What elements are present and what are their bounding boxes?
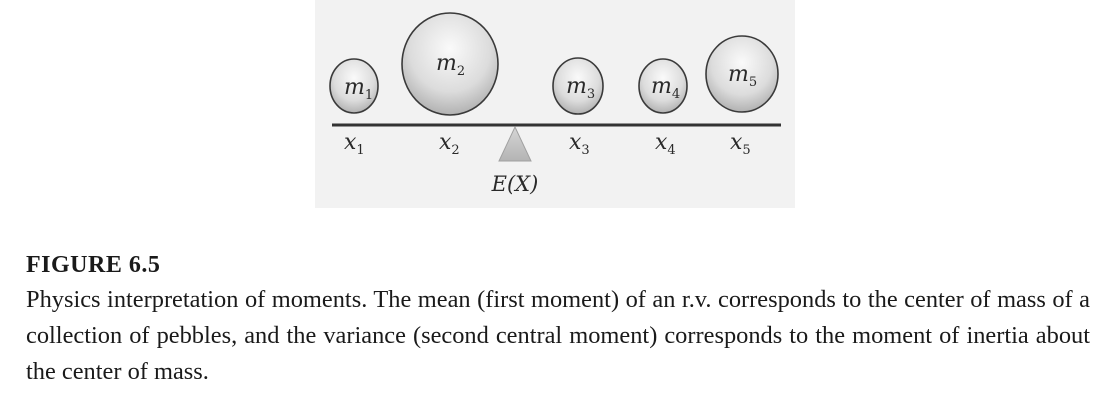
svg-text:m3: m3 [566,74,595,102]
fulcrum-label: E(X) [491,172,539,196]
svg-text:m1: m1 [344,75,373,103]
pebble-5-sub: 5 [749,75,757,90]
pebble-4-sub: 4 [672,87,680,102]
fulcrum-triangle [498,125,532,162]
figure-caption: FIGURE 6.5 Physics interpretation of mom… [26,250,1090,390]
pebble-2: m2 [401,12,499,116]
pebble-5: m5 [705,35,779,113]
pebble-4: m4 [638,58,688,114]
figure-panel: m1 m2 m3 m4 m5 x1 x2 x3 x4 x5 E(X) [315,0,795,208]
pebble-3-sub: 3 [587,87,595,102]
seesaw-diagram: m1 m2 m3 m4 m5 x1 x2 x3 x4 x5 E(X) [329,12,781,196]
pebble-4-var: m [651,74,672,99]
position-label-4: x4 [655,130,676,158]
pebble-3-var: m [566,74,587,99]
pebble-2-sub: 2 [457,64,465,79]
svg-text:m4: m4 [651,74,680,102]
pebble-5-var: m [728,62,749,87]
position-label-5: x5 [730,130,751,158]
pebble-1-var: m [344,75,365,100]
position-label-2: x2 [439,130,460,158]
pebble-2-var: m [436,51,457,76]
svg-text:m2: m2 [436,51,465,79]
pebble-1-sub: 1 [365,88,373,103]
pebble-3: m3 [552,57,604,115]
pebble-1: m1 [329,58,379,114]
position-label-3: x3 [569,130,590,158]
svg-text:m5: m5 [728,62,757,90]
position-label-1: x1 [344,130,365,158]
caption-label: FIGURE 6.5 [26,252,161,278]
caption-text: Physics interpretation of moments. The m… [26,286,1090,385]
